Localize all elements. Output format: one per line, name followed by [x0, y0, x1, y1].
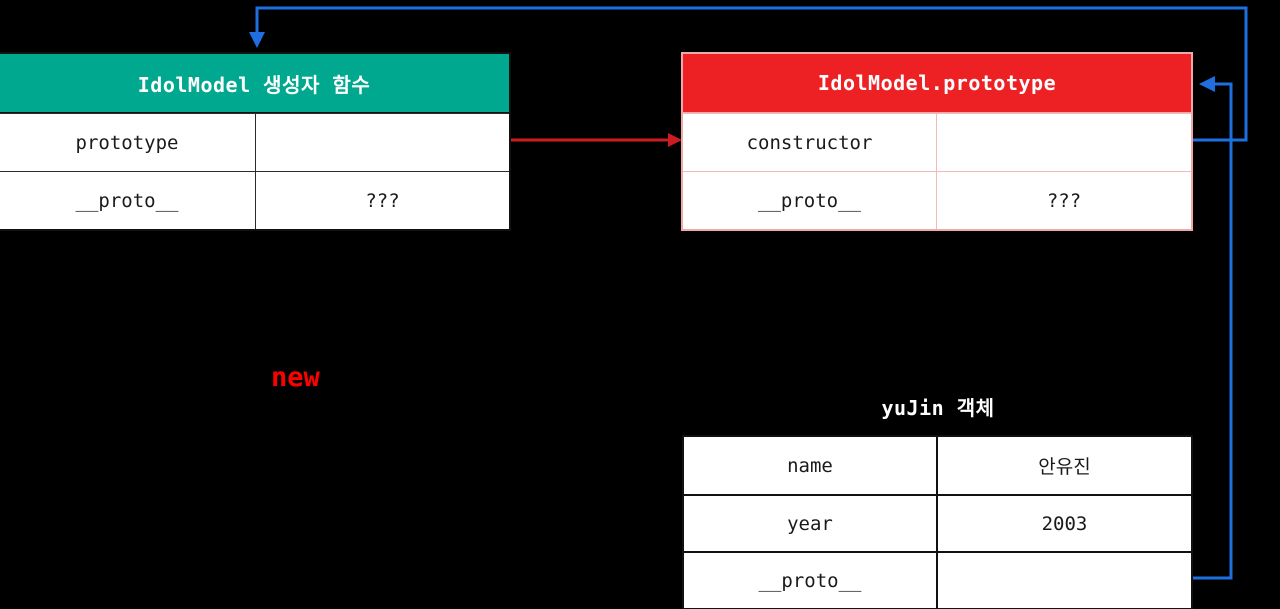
prototype-object-key-constructor: constructor [683, 114, 937, 171]
instance-object-value-proto [938, 553, 1191, 608]
instance-object-value-name: 안유진 [938, 437, 1191, 494]
arrowhead-icon [1199, 76, 1215, 92]
instance-object-key-year: year [684, 496, 938, 551]
instance-object-box: name 안유진 year 2003 __proto__ [682, 435, 1193, 609]
prototype-object-value-constructor [937, 114, 1191, 171]
constructor-function-key-proto: __proto__ [0, 172, 256, 229]
constructor-function-box: IdolModel 생성자 함수 prototype __proto__ ??? [0, 52, 511, 231]
table-row: year 2003 [684, 494, 1191, 551]
prototype-object-key-proto: __proto__ [683, 172, 937, 229]
prototype-object-box: IdolModel.prototype constructor __proto_… [681, 52, 1193, 231]
table-row: constructor [683, 113, 1191, 171]
table-row: __proto__ [684, 551, 1191, 608]
constructor-function-title: IdolModel 생성자 함수 [0, 54, 509, 113]
table-row: name 안유진 [684, 437, 1191, 494]
new-operator-label: new [271, 362, 320, 393]
constructor-function-value-prototype [256, 114, 509, 171]
constructor-function-value-proto: ??? [256, 172, 509, 229]
prototype-object-title: IdolModel.prototype [683, 54, 1191, 113]
arrowhead-icon [249, 32, 265, 48]
table-row: __proto__ ??? [683, 171, 1191, 229]
table-row: prototype [0, 113, 509, 171]
constructor-function-key-prototype: prototype [0, 114, 256, 171]
instance-object-value-year: 2003 [938, 496, 1191, 551]
instance-object-title: yuJin 객체 [881, 396, 995, 420]
prototype-object-value-proto: ??? [937, 172, 1191, 229]
table-row: __proto__ ??? [0, 171, 509, 229]
arrowhead-icon [668, 133, 682, 147]
instance-object-key-proto: __proto__ [684, 553, 938, 608]
instance-object-key-name: name [684, 437, 938, 494]
